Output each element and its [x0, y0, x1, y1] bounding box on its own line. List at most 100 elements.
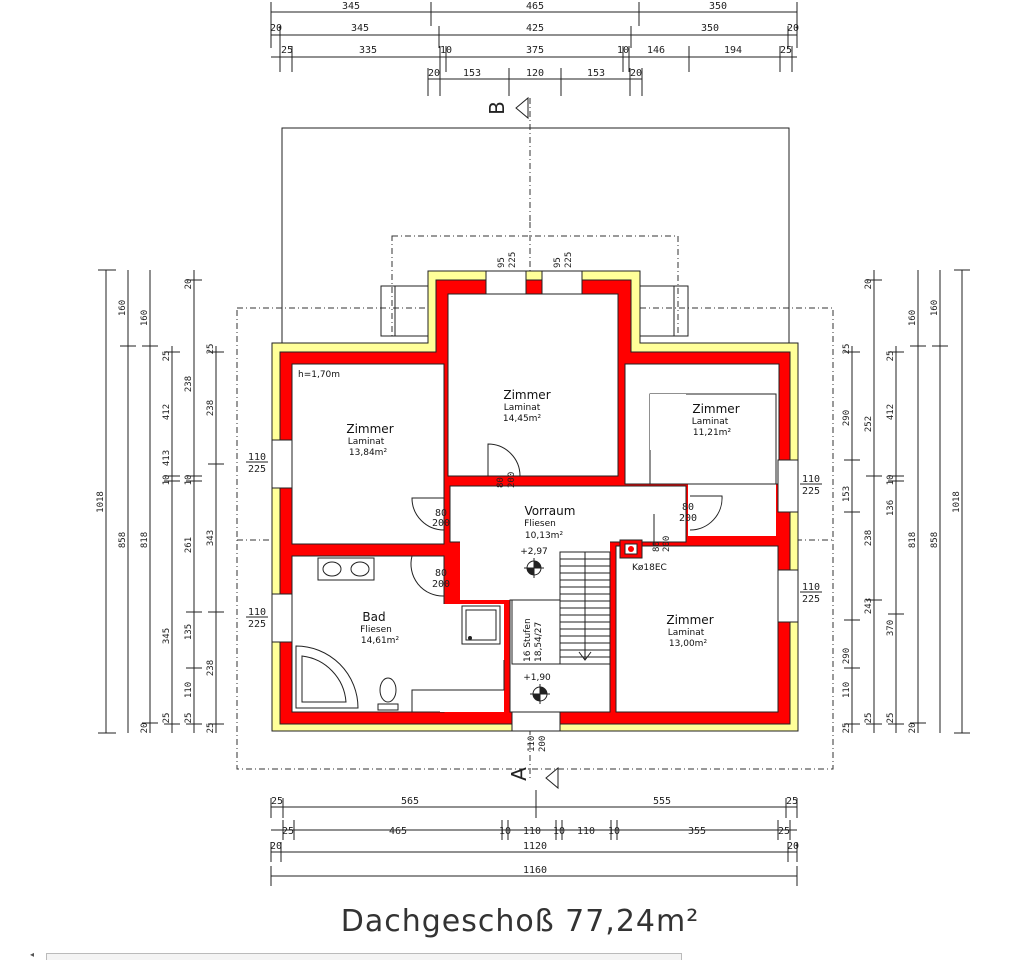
dim-bottom-2-i: 25	[778, 826, 790, 837]
dim-left-c4-b: 412	[162, 404, 172, 420]
door-zimmer-center-h: 200	[507, 472, 517, 488]
left-dimensions: 1018 160 858 160 818 20 25 412 413 10 34…	[96, 269, 224, 734]
dim-top-4-d: 153	[587, 68, 605, 79]
dim-left-c4-d: 10	[162, 475, 172, 486]
room-1-name: Zimmer	[346, 422, 393, 436]
dim-top-3-e: 10	[617, 45, 629, 56]
walls	[271, 270, 799, 732]
dim-right-c4-a: 25	[886, 351, 896, 362]
dim-right-c6-f: 25	[842, 723, 852, 734]
staircase	[511, 551, 611, 665]
dim-left-c5-b: 238	[184, 376, 194, 392]
door-zimmer-right-h: 200	[679, 513, 697, 524]
dim-left-c4-f: 25	[162, 713, 172, 724]
dim-left-c5-a: 20	[184, 279, 194, 290]
scroll-left-icon[interactable]: ◂	[30, 950, 35, 959]
dim-top-4-b: 153	[463, 68, 481, 79]
dim-left-c5-e: 135	[184, 624, 194, 640]
dim-top-1-c: 350	[709, 1, 727, 12]
dim-left-c3-c: 20	[140, 723, 150, 734]
window-right-lower-w: 110	[802, 582, 820, 593]
window-left-lower-h: 225	[248, 619, 266, 630]
dim-bottom-3-a: 20	[270, 841, 282, 852]
dim-right-c2-b: 858	[930, 532, 940, 548]
dim-top-1-a: 345	[342, 1, 360, 12]
room-6-floor: Laminat	[668, 628, 705, 638]
room-4-floor: Fliesen	[524, 519, 556, 529]
room-3-name: Zimmer	[692, 402, 739, 416]
door-zimmer-right-w: 80	[682, 502, 694, 513]
window-right-upper-w: 110	[802, 474, 820, 485]
room-2-floor: Laminat	[504, 403, 541, 413]
dim-bottom-4-a: 1160	[523, 865, 547, 876]
dim-left-c2-b: 858	[118, 532, 128, 548]
horizontal-scrollbar[interactable]	[46, 953, 682, 960]
stairs-label-2: 18,54/27	[534, 622, 544, 662]
dim-right-c5-b: 252	[864, 416, 874, 432]
dim-bottom-2-b: 465	[389, 826, 407, 837]
dim-bottom-2-a: 25	[282, 826, 294, 837]
dim-right-c4-b: 412	[886, 404, 896, 420]
dim-right-c5-d: 243	[864, 598, 874, 614]
dim-bottom-1-d: 25	[786, 796, 798, 807]
room-6-name: Zimmer	[666, 613, 713, 627]
room-5-area: 14,61m²	[361, 636, 400, 646]
dim-top-4-c: 120	[526, 68, 544, 79]
room-4-name: Vorraum	[525, 504, 576, 518]
window-left-upper-w: 110	[248, 452, 266, 463]
dim-right-c5-c: 238	[864, 530, 874, 546]
dim-left-c6-e: 25	[206, 723, 216, 734]
dim-left-c5-f: 110	[184, 682, 194, 698]
dim-bottom-2-h: 355	[688, 826, 706, 837]
dim-top-2-c: 425	[526, 23, 544, 34]
window-stair-w: 110	[527, 736, 537, 752]
dim-bottom-2-g: 10	[608, 826, 620, 837]
dim-bottom-2-d: 110	[523, 826, 541, 837]
dim-right-c5-a: 20	[864, 279, 874, 290]
dim-left-c3-b: 818	[140, 532, 150, 548]
dim-top-4-a: 20	[428, 68, 440, 79]
dim-left-c3-a: 160	[140, 310, 150, 326]
dim-top-3-a: 25	[281, 45, 293, 56]
window-right-lower-h: 225	[802, 594, 820, 605]
stairs-label-1: 16 Stufen	[523, 618, 533, 662]
section-marker-b: B	[485, 96, 531, 222]
top-dimensions: 345 465 350 20 345 425 350 20 25 335 10 …	[270, 1, 799, 96]
dim-bottom-3-b: 1120	[523, 841, 547, 852]
dormer-window-left-w: 95	[497, 257, 507, 268]
door-zimmer-lower-h: 200	[662, 536, 672, 552]
bottom-dimensions: 25 565 555 25 25 465 10 110 10 110 10 35…	[270, 796, 799, 886]
dim-top-3-b: 335	[359, 45, 377, 56]
ceiling-height-label: h=1,70m	[298, 370, 340, 380]
door-zimmer-left-w: 80	[435, 508, 447, 519]
dim-top-2-a: 20	[270, 23, 282, 34]
chimney-label: Kø18EC	[632, 563, 667, 573]
section-label-b: B	[485, 101, 509, 115]
dim-left-c4-a: 25	[162, 351, 172, 362]
dim-bottom-2-c: 10	[499, 826, 511, 837]
dim-top-2-e: 20	[787, 23, 799, 34]
dim-bottom-2-e: 10	[553, 826, 565, 837]
dormer-window-right-w: 95	[553, 257, 563, 268]
dim-left-c6-c: 343	[206, 530, 216, 546]
dim-right-c2-a: 160	[930, 300, 940, 316]
dim-right-c4-c: 10	[886, 475, 896, 486]
dim-bottom-2-f: 110	[577, 826, 595, 837]
section-marker-a: A	[507, 767, 559, 812]
dim-top-1-b: 465	[526, 1, 544, 12]
dormer-window-left-h: 225	[508, 252, 518, 268]
dim-top-3-g: 194	[724, 45, 742, 56]
room-5-name: Bad	[362, 610, 385, 624]
windows	[271, 270, 799, 732]
level-markers	[524, 558, 550, 704]
window-left-lower-w: 110	[248, 607, 266, 618]
dim-top-3-f: 146	[647, 45, 665, 56]
room-5-floor: Fliesen	[360, 625, 392, 635]
room-6-area: 13,00m²	[669, 639, 708, 649]
dim-left-c5-d: 261	[184, 537, 194, 553]
room-4-area: 10,13m²	[525, 531, 564, 541]
section-label-a: A	[507, 767, 531, 781]
dim-left-c5-c: 10	[184, 475, 194, 486]
door-zimmer-center-w: 80	[496, 477, 506, 488]
